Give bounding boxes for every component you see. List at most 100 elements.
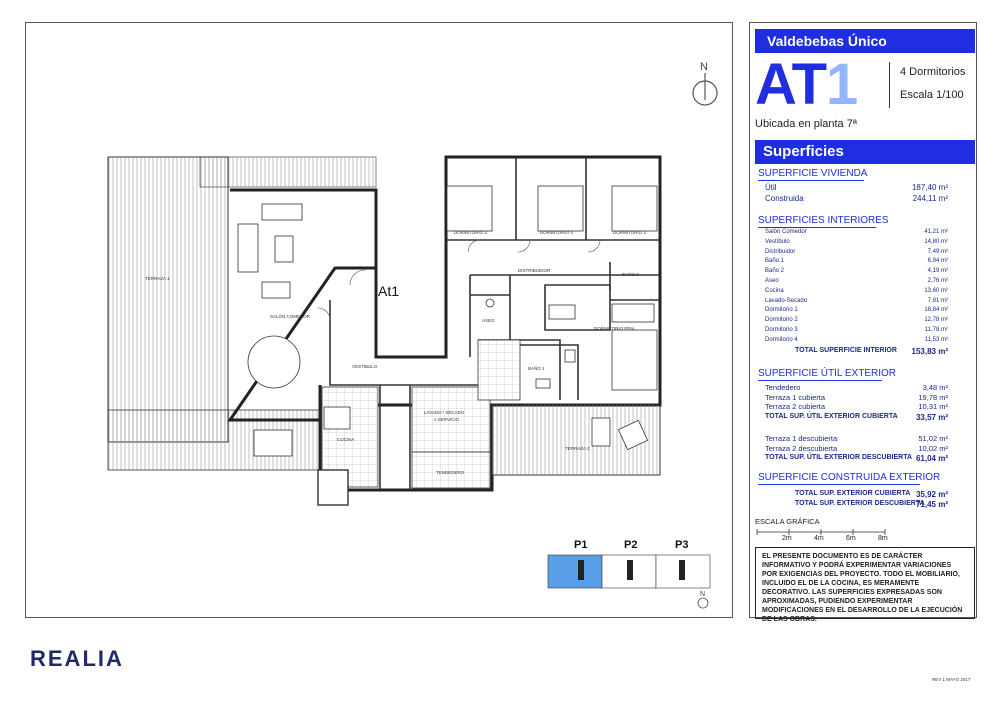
util-ext-total-desc-label: TOTAL SUP. ÚTIL EXTERIOR DESCUBIERTA: [765, 454, 913, 461]
vivienda-underline: [758, 180, 864, 181]
construida-ext-row-label: TOTAL SUP. EXTERIOR DESCUBIERTA: [795, 500, 925, 507]
label-salon: SALÓN COMEDOR: [270, 313, 311, 319]
interiores-row-value: 13,60 m²: [924, 287, 948, 294]
interiores-row-label: Dormitorio 3: [765, 327, 798, 333]
interiores-row-value: 11,78 m²: [924, 327, 948, 333]
surfaces-title: Superficies: [755, 140, 975, 164]
interiores-row-value: 41,21 m²: [924, 229, 948, 235]
label-dorm4: DORMITORIO 4: [540, 230, 573, 235]
vivienda-row-label: Construida: [765, 194, 804, 203]
scale-label: Escala 1/100: [900, 89, 964, 101]
interiores-row-label: Baño 2: [765, 268, 785, 275]
label-aseo: ASEO: [482, 318, 495, 323]
vivienda-row-value: 187,40 m²: [911, 183, 948, 192]
util-exterior-underline: [758, 380, 882, 381]
interiores-row-value: 14,80 m²: [924, 238, 948, 245]
scale-tick-label: 4m: [814, 535, 824, 542]
construida-ext-row-value: 35,92 m²: [915, 490, 948, 499]
label-terraza1: TERRAZA 1: [145, 276, 170, 281]
key-plan: P1 P2 P3 N: [547, 539, 711, 609]
interiores-row-value: 18,84 m²: [924, 307, 948, 314]
scale-tick-label: 8m: [878, 535, 888, 542]
util-ext-row-label: Terraza 1 descubierta: [765, 434, 838, 443]
util-ext-row-label: Tendedero: [765, 383, 801, 392]
vivienda-row-value: 244,11 m²: [912, 194, 948, 203]
interiores-row-label: Dormitorio 4: [765, 336, 798, 343]
util-ext-row-value: 3,48 m²: [922, 383, 948, 392]
util-ext-total-cub-value: 33,57 m²: [915, 413, 948, 422]
interiores-row-label: Lavado-Secado: [765, 297, 808, 304]
construida-ext-row-value: 71,45 m²: [915, 500, 948, 509]
svg-text:N: N: [700, 591, 705, 598]
interiores-total-value: 153,83 m²: [911, 347, 948, 356]
interiores-row-value: 7,91 m²: [927, 297, 948, 304]
disclaimer: EL PRESENTE DOCUMENTO ES DE CARÁCTER INF…: [755, 547, 975, 623]
label-lavado-2: o SERVICIO: [434, 417, 460, 422]
floor-label: Ubicada en planta 7ª: [755, 118, 857, 130]
util-ext-row-label: Terraza 2 cubierta: [765, 402, 826, 411]
util-ext-row-label: Terraza 1 cubierta: [765, 393, 826, 402]
util-exterior-heading: SUPERFICIE ÚTIL EXTERIOR: [758, 368, 896, 379]
unit-code: AT1: [755, 56, 858, 114]
interiores-heading: SUPERFICIES INTERIORES: [758, 215, 889, 226]
info-frame: [749, 22, 977, 618]
interiores-underline: [758, 227, 876, 228]
interiores-row-label: Dormitorio 2: [765, 317, 798, 324]
util-ext-total-cub-label: TOTAL SUP. ÚTIL EXTERIOR CUBIERTA: [765, 413, 898, 420]
util-ext-row-value: 10,02 m²: [918, 444, 948, 453]
svg-text:P3: P3: [675, 539, 688, 551]
interiores-row-value: 12,78 m²: [924, 317, 948, 324]
scale-tick-label: 6m: [846, 535, 856, 542]
label-cocina: COCINA: [337, 437, 355, 442]
interiores-row-label: Distribuidor: [765, 248, 796, 255]
realia-logo: REALIA: [30, 646, 124, 671]
label-dorm3: DORMITORIO 3: [454, 230, 487, 235]
label-dormppal: DORMITORIO PPAL.: [594, 326, 637, 331]
bedrooms-label: 4 Dormitorios: [900, 66, 966, 78]
vivienda-heading: SUPERFICIE VIVIENDA: [758, 168, 868, 179]
north-arrow-icon: N: [692, 61, 718, 106]
scale-bar-title: ESCALA GRÁFICA: [755, 517, 820, 526]
svg-text:N: N: [700, 61, 708, 73]
interiores-row-label: Baño 1: [765, 258, 785, 265]
label-distribuidor: DISTRIBUIDOR: [518, 268, 551, 273]
project-name: Valdebebas Único: [755, 29, 975, 53]
unit-code-number: 1: [826, 52, 858, 117]
interiores-row-label: Salón Comedor: [765, 229, 807, 235]
interiores-row-value: 4,19 m²: [927, 268, 948, 275]
interiores-row-value: 7,49 m²: [927, 248, 948, 255]
revision-label: REV 1 MAYO 2017: [932, 677, 971, 682]
construida-exterior-heading: SUPERFICIE CONSTRUIDA EXTERIOR: [758, 472, 941, 483]
label-tendedero: TENDEDERO: [436, 470, 465, 475]
interiores-row-label: Dormitorio 1: [765, 307, 798, 314]
interiores-total-label: TOTAL SUPERFICIE INTERIOR: [795, 347, 897, 354]
interiores-row-value: 2,76 m²: [927, 278, 948, 284]
construida-exterior-underline: [758, 484, 920, 485]
interiores-row-value: 6,94 m²: [927, 258, 948, 265]
scale-tick-label: 2m: [782, 535, 792, 542]
label-terraza2: TERRAZA 2: [565, 446, 590, 451]
label-bano1: BAÑO 1: [528, 365, 545, 371]
util-ext-row-value: 51,02 m²: [918, 434, 948, 443]
terraza1-area: [107, 156, 229, 443]
vivienda-row-label: Útil: [765, 183, 777, 192]
util-ext-row-value: 19,78 m²: [918, 393, 948, 402]
util-ext-row-label: Terraza 2 descubierta: [765, 444, 838, 453]
svg-text:P2: P2: [624, 539, 637, 551]
interiores-row-label: Vestíbulo: [765, 238, 790, 245]
label-lavado-1: LAVADO / SECADO: [424, 410, 465, 415]
util-ext-row-value: 10,31 m²: [918, 402, 948, 411]
unit-label: At1: [378, 283, 399, 299]
plan-frame: [25, 22, 733, 618]
label-vestibulo: VESTÍBULO: [352, 363, 378, 369]
unit-code-letters: AT: [755, 52, 827, 117]
construida-ext-row-label: TOTAL SUP. EXTERIOR CUBIERTA: [795, 490, 911, 497]
util-ext-total-desc-value: 61,04 m²: [915, 454, 948, 463]
header-divider: [889, 62, 890, 108]
interiores-row-value: 11,53 m²: [924, 336, 948, 343]
scale-bar: [756, 529, 886, 535]
label-bano2: BAÑO 2: [622, 271, 639, 277]
label-dorm2: DORMITORIO 2: [613, 230, 646, 235]
svg-text:P1: P1: [574, 539, 587, 551]
